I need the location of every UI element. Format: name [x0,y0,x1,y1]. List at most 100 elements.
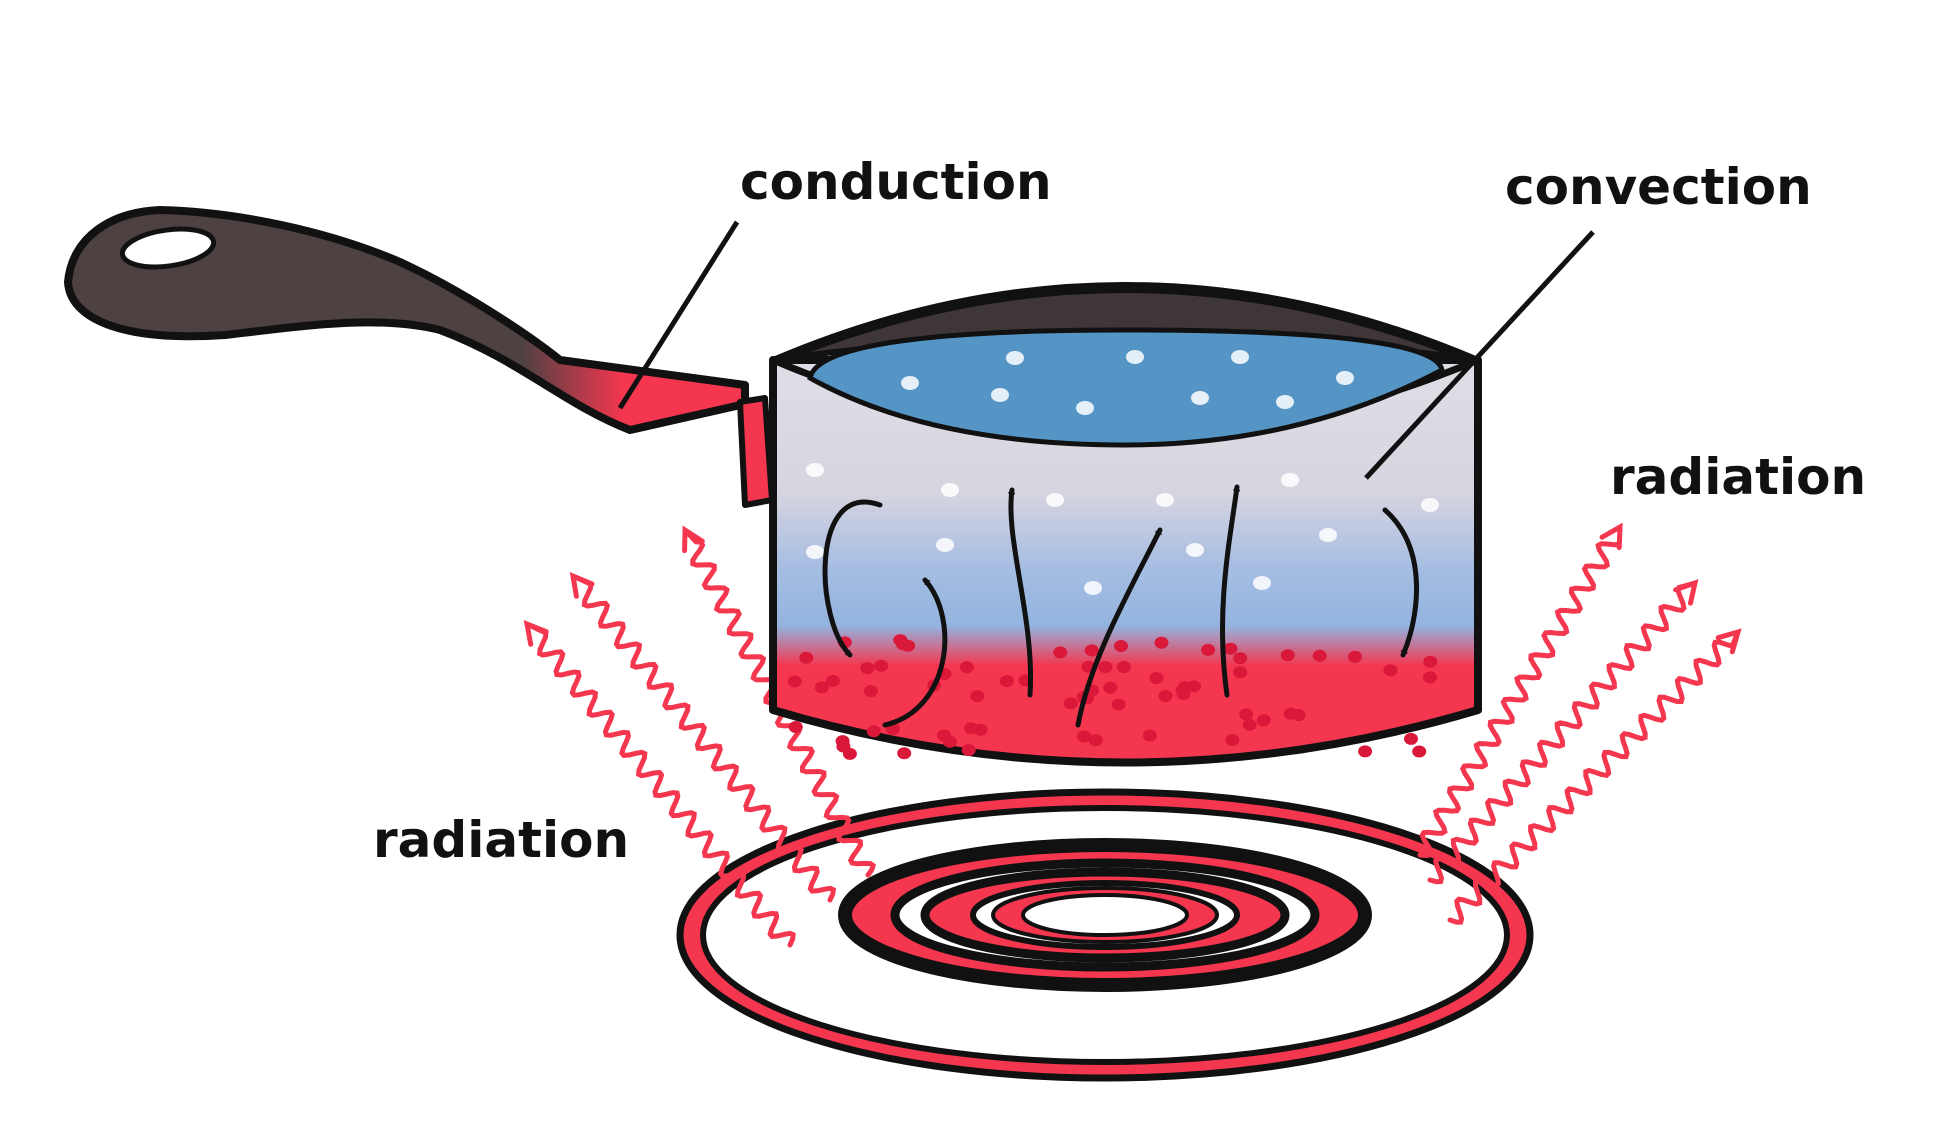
hot-dot [1233,666,1248,679]
water-surface [807,327,1445,448]
hot-dot [1187,680,1201,693]
bubble [936,538,954,552]
hot-dot [1084,644,1099,657]
conduction-leader-line [617,220,740,410]
saucepan-handle [64,206,775,508]
convection-arrow-icon [882,577,948,728]
hot-dot [1312,649,1327,662]
hot-dot [1223,642,1238,655]
hot-dot [1154,636,1169,649]
radiation-left-arrows [523,525,877,948]
hot-dot [1149,672,1164,684]
bubble [941,483,959,497]
bubble [901,376,919,390]
convection-arrow-icon [822,499,883,658]
label-radiation-right: radiation [1610,448,1867,506]
bubble [1084,581,1102,595]
bubble [1156,493,1174,507]
convection-arrow-icon [1011,487,1034,698]
hot-dot [1283,707,1298,720]
hot-dot [1423,655,1438,668]
hot-dot [860,662,875,675]
bubble [1076,401,1094,415]
hot-dot [874,659,889,672]
hot-dot [1233,652,1248,665]
hot-dot [961,744,976,756]
bubble [1253,576,1271,590]
convection-arrow-icon [1219,484,1237,698]
hot-dot [1117,661,1131,673]
hot-dot [1111,698,1126,711]
bubble [1421,498,1439,512]
bubble [1319,528,1337,542]
hot-dot [1063,697,1078,710]
convection-arrows [822,484,1419,728]
hot-dot [799,651,814,664]
label-conduction: conduction [740,153,1052,211]
bubble [991,388,1009,402]
bubble [1281,473,1299,487]
hot-dot [1225,734,1240,746]
pan-top-rim [771,284,1480,367]
radiation-right-arrows [1417,522,1742,925]
stove-coil-icon [676,788,1534,1082]
hot-spots [787,634,1438,760]
bubble [1276,395,1294,409]
bubble [1126,350,1144,364]
hot-dot [897,747,912,760]
hot-dot [814,681,829,694]
pan-body [769,356,1482,767]
hot-dot [1077,730,1091,743]
hot-dot [1053,646,1068,659]
handle-body [64,206,749,434]
hot-dot [999,675,1014,688]
wavy-radiation-arrow-icon [1417,522,1623,859]
convection-leader-line [1364,230,1595,480]
hot-dot [825,674,840,687]
coil-center [1021,893,1189,937]
hot-dot [1158,690,1173,702]
hot-dot [1242,718,1257,731]
wavy-radiation-arrow-icon [569,571,836,903]
hot-dot [1404,732,1418,745]
hot-dot [893,634,908,647]
saucepan-icon [769,282,1482,767]
hot-dot [787,675,802,688]
hot-dot [1114,640,1128,652]
hot-dot [1176,687,1191,700]
hot-dot [937,729,951,742]
bubble [806,463,824,477]
hot-dot [1412,745,1427,758]
wavy-radiation-arrow-icon [523,620,796,948]
bubble [1191,391,1209,405]
bubble [1006,351,1024,365]
bubble [1186,543,1204,557]
label-radiation-left: radiation [373,811,630,869]
bubble [1231,350,1249,364]
hot-dot [970,690,985,703]
wavy-radiation-arrow-icon [1427,579,1699,885]
handle-hole [119,226,217,270]
hot-dot [1423,671,1437,684]
bubble [806,545,824,559]
hot-dot [1142,729,1157,742]
convection-arrow-icon [1382,507,1419,658]
label-convection: convection [1505,158,1812,216]
water-bubbles [806,350,1439,595]
bubble [1046,493,1064,507]
hot-dot [1256,714,1271,727]
convection-arrow-icon [1075,527,1163,728]
hot-dot [842,747,857,760]
hot-dot [1383,664,1398,677]
wavy-radiation-arrow-icon [1447,628,1742,925]
hot-dot [1201,643,1216,656]
hot-dot [863,685,878,698]
hot-dot [866,725,881,738]
bubble [1336,371,1354,385]
hot-dot [1239,708,1254,721]
hot-dot [964,722,979,735]
hot-dot [959,661,974,674]
hot-dot [1358,745,1373,758]
